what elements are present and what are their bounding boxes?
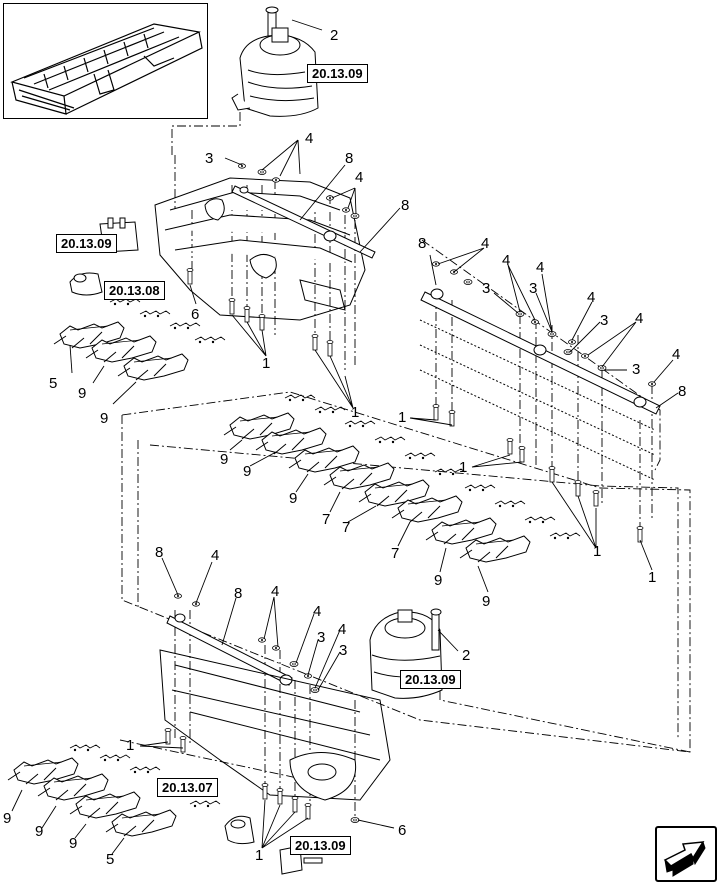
callout-number: 1	[262, 355, 271, 372]
callout-number: 1	[593, 543, 602, 560]
callout-number: 7	[322, 511, 331, 528]
callout-number: 1	[398, 409, 407, 426]
callout-number: 9	[289, 490, 298, 507]
callout-number: 1	[351, 404, 360, 421]
callout-number: 3	[339, 642, 348, 659]
callout-number: 3	[205, 150, 214, 167]
callout-number: 8	[418, 235, 427, 252]
callout-number: 9	[35, 823, 44, 840]
callout-number: 3	[632, 361, 641, 378]
callout-number: 4	[672, 346, 681, 363]
callout-number: 8	[155, 544, 164, 561]
callout-number: 3	[529, 280, 538, 297]
callout-number: 4	[355, 169, 364, 186]
callout-number: 6	[191, 306, 200, 323]
callout-number: 4	[305, 130, 314, 147]
callout-number: 4	[502, 252, 511, 269]
callout-number: 5	[49, 375, 58, 392]
callout-number: 1	[648, 569, 657, 586]
callout-number: 2	[330, 27, 339, 44]
callout-number: 9	[220, 451, 229, 468]
reference-box[interactable]: 20.13.07	[157, 778, 218, 797]
next-page-arrow-icon	[663, 840, 706, 877]
reference-box[interactable]: 20.13.09	[290, 836, 351, 855]
reference-box[interactable]: 20.13.09	[56, 234, 117, 253]
reference-box[interactable]: 20.13.08	[104, 281, 165, 300]
reference-box[interactable]: 20.13.09	[400, 670, 461, 689]
callout-number: 5	[106, 851, 115, 868]
callout-number: 9	[3, 810, 12, 827]
callout-number: 7	[391, 545, 400, 562]
callout-number: 9	[78, 385, 87, 402]
callout-number: 8	[234, 585, 243, 602]
callout-number: 7	[342, 519, 351, 536]
callout-number: 3	[317, 629, 326, 646]
callout-number: 9	[69, 835, 78, 852]
callout-number: 6	[398, 822, 407, 839]
header-thumbnail	[3, 3, 208, 119]
callout-number: 4	[587, 289, 596, 306]
callout-number: 3	[600, 312, 609, 329]
callout-number: 4	[338, 621, 347, 638]
callout-number: 8	[678, 383, 687, 400]
callout-number: 9	[434, 572, 443, 589]
callout-number: 1	[126, 737, 135, 754]
header-assembly-icon	[10, 23, 203, 115]
callout-number: 4	[481, 235, 490, 252]
callout-number: 2	[462, 647, 471, 664]
callout-number: 4	[536, 259, 545, 276]
reference-box[interactable]: 20.13.09	[307, 64, 368, 83]
next-page-button[interactable]	[655, 826, 717, 882]
callout-number: 4	[211, 547, 220, 564]
callout-number: 4	[271, 583, 280, 600]
callout-number: 8	[345, 150, 354, 167]
callout-number: 4	[313, 603, 322, 620]
callout-number: 9	[243, 463, 252, 480]
callout-number: 8	[401, 197, 410, 214]
callout-number: 3	[482, 280, 491, 297]
callout-number: 4	[635, 310, 644, 327]
callout-number: 1	[459, 459, 468, 476]
callout-number: 9	[482, 593, 491, 610]
callout-number: 1	[255, 847, 264, 864]
callout-number: 9	[100, 410, 109, 427]
